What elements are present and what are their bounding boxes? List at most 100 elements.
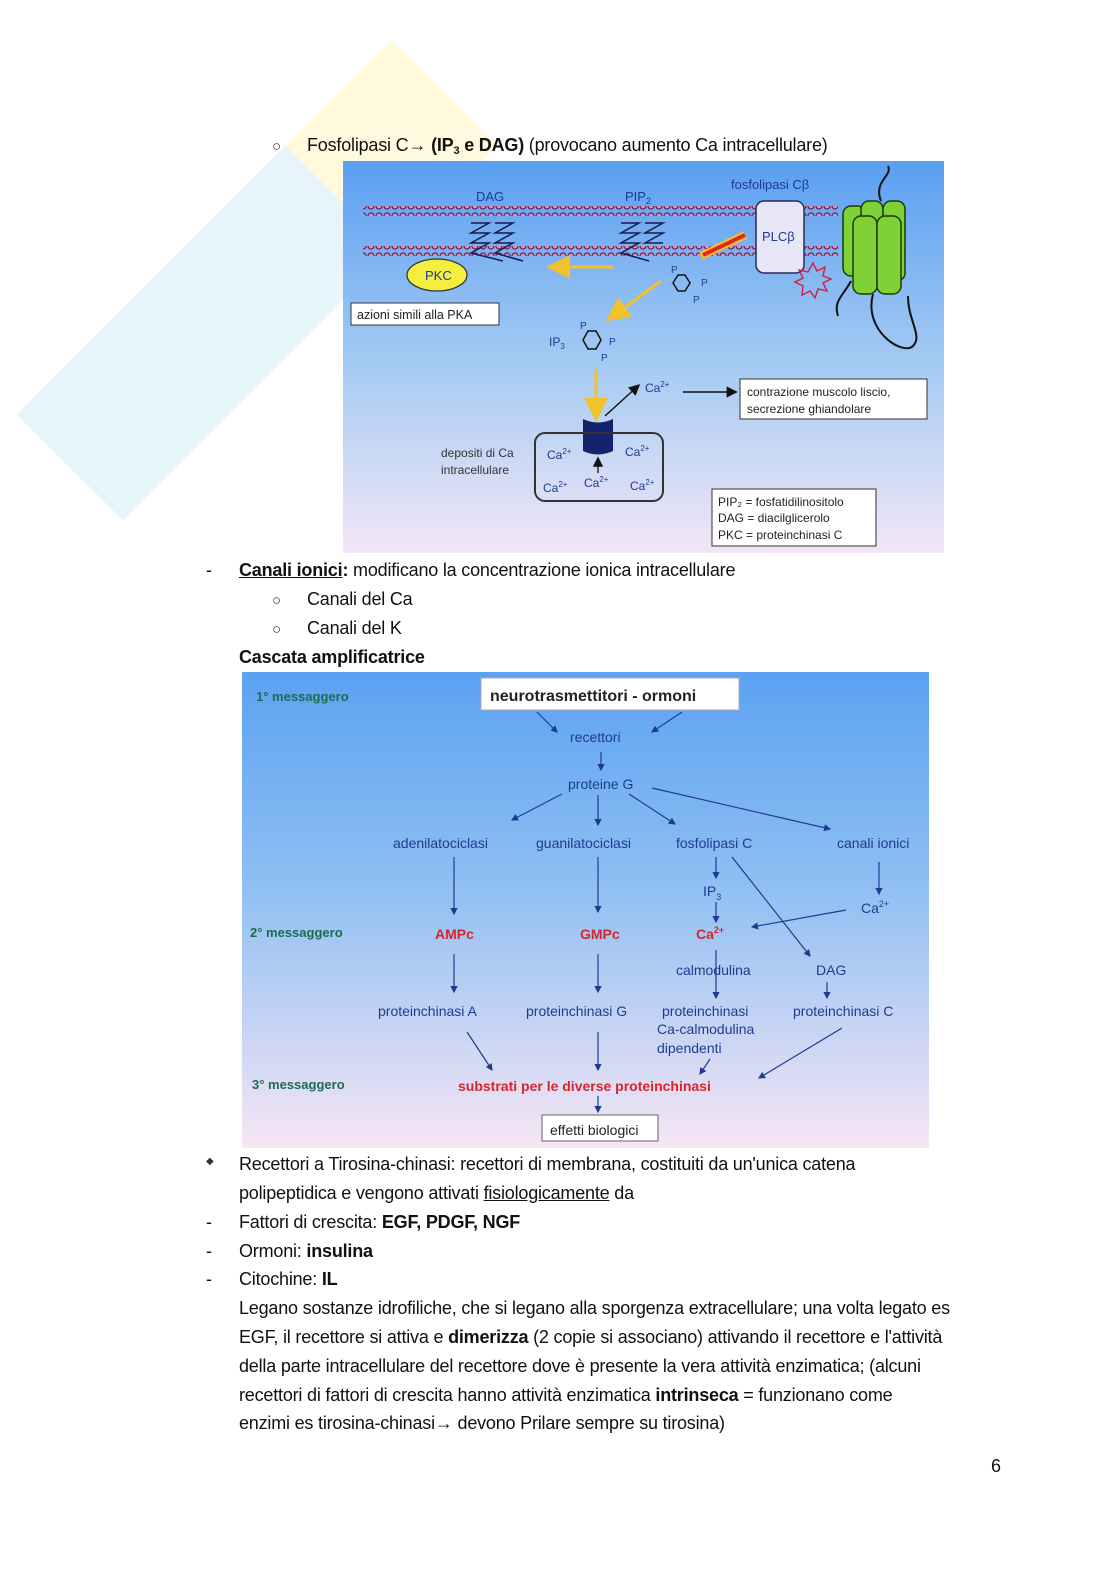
rtk-intro: Recettori a Tirosina-chinasi: recettori … [239, 1154, 856, 1174]
canali-desc: modificano la concentrazione ionica intr… [348, 560, 736, 580]
kinase-label: proteinchinasi C [793, 1003, 893, 1019]
text: polipeptidica e vengono attivati [239, 1183, 484, 1203]
list-item: Canali del K [307, 618, 402, 638]
bold-value: insulina [306, 1241, 373, 1261]
label: Fosfolipasi C [307, 135, 409, 155]
kinase-label-extra: dipendenti [657, 1040, 722, 1056]
bullet-hollow: ○ [272, 621, 282, 638]
label: Fattori di crescita: [239, 1212, 382, 1232]
second-messenger-amp: AMPc [435, 926, 474, 942]
canali-ionici-title: Canali ionici [239, 560, 343, 580]
bold-ip: (IP [431, 135, 454, 155]
effect-line: contrazione muscolo liscio, [747, 385, 890, 399]
ca-channel-icon [583, 419, 613, 455]
paragraph-line: EGF, il recettore si attiva e dimerizza … [239, 1323, 942, 1352]
amplification-cascade-figure: 1° messaggero 2° messaggero 3° messagger… [242, 672, 929, 1148]
rtk-intro-2: polipeptidica e vengono attivati fisiolo… [239, 1179, 634, 1208]
enzyme-label: fosfolipasi C [676, 835, 752, 851]
pip2-label: PIP2 [625, 189, 651, 206]
p-label: P [693, 295, 700, 306]
pkc-label: PKC [425, 268, 452, 283]
ca-ion-label: Ca2+ [584, 475, 609, 490]
plcb-title: fosfolipasi Cβ [731, 177, 809, 192]
plcb-enzyme [755, 200, 805, 274]
list-item: Canali del Ca [307, 589, 413, 609]
ca-ion-label: Ca2+ [547, 447, 572, 462]
ca-ion-label: Ca2+ [543, 480, 568, 495]
ca-channel-label: Ca2+ [861, 899, 889, 916]
dash-bullet: - [206, 1212, 212, 1232]
bold-dag: e DAG) [459, 135, 524, 155]
label: Ormoni: [239, 1241, 307, 1261]
enzyme-label: guanilatociclasi [536, 835, 631, 851]
store-label: depositi di Ca [441, 446, 514, 460]
legend-box [711, 488, 877, 547]
text: recettori di fattori di crescita hanno a… [239, 1385, 656, 1405]
pkc-ellipse [406, 258, 468, 292]
legend-line: PKC = proteinchinasi C [718, 528, 843, 542]
page-number: 6 [991, 1456, 1001, 1476]
paragraph-line: enzimi es tirosina-chinasi→ devono Prila… [239, 1409, 725, 1438]
kinase-label-extra: Ca-calmodulina [657, 1021, 754, 1037]
proteine-g-label: proteine G [568, 776, 633, 792]
bullet-hollow: ○ [272, 592, 282, 609]
text: da [609, 1183, 634, 1203]
effect-line: secrezione ghiandolare [747, 402, 871, 416]
list-item: Citochine: IL [239, 1265, 338, 1294]
ca-ion-label: Ca2+ [630, 478, 655, 493]
plc-pathway-figure: DAG PIP2 fosfolipasi Cβ PLCβ P P P PKC a… [343, 161, 944, 553]
fosfolipasi-line: Fosfolipasi C→ (IP3 e DAG) (provocano au… [307, 131, 828, 166]
g-protein-burst-icon [793, 261, 833, 300]
messenger-label: 2° messaggero [250, 925, 343, 940]
bullet-hollow: ○ [272, 138, 282, 155]
dash-bullet: - [206, 560, 212, 580]
recettori-label: recettori [570, 729, 621, 745]
pka-box [350, 302, 500, 326]
text: = funzionano come [738, 1385, 893, 1405]
arrow-icon: → [408, 135, 427, 155]
ip3-label: IP3 [549, 335, 565, 351]
calmodulina-label: calmodulina [676, 962, 751, 978]
dag-label: DAG [476, 189, 504, 204]
messenger-label: 3° messaggero [252, 1077, 345, 1092]
ca-release-label: Ca2+ [645, 380, 670, 395]
legend-line: DAG = diacilglicerolo [718, 511, 830, 525]
subheading: Cascata amplificatrice [239, 647, 425, 667]
membrane-inner [363, 246, 838, 256]
effects-label: effetti biologici [550, 1122, 638, 1138]
text: (2 copie si associano) attivando il rece… [528, 1327, 943, 1347]
plcb-label: PLCβ [762, 229, 795, 244]
kinase-label: proteinchinasi [662, 1003, 748, 1019]
effect-box [739, 378, 928, 420]
dag-label: DAG [816, 962, 846, 978]
p-label: P [671, 265, 678, 276]
bold-text: dimerizza [448, 1327, 529, 1347]
membrane-outer [363, 206, 838, 216]
arrow-icon: → [434, 1413, 453, 1433]
bold-value: IL [321, 1269, 338, 1289]
ip3-hexagon-icon [582, 330, 602, 350]
ca-ion-label: Ca2+ [625, 444, 650, 459]
sub: 3 [453, 145, 460, 157]
p-label: P [701, 278, 708, 289]
p-label: P [609, 337, 616, 348]
effects-box [541, 1114, 659, 1142]
top-box-label: neurotrasmettitori - ormoni [490, 688, 696, 705]
ca-store [534, 432, 664, 502]
dash-bullet: - [206, 1241, 212, 1261]
messenger-label: 1° messaggero [256, 689, 349, 704]
enzyme-label: adenilatociclasi [393, 835, 488, 851]
bold-text: intrinseca [655, 1385, 739, 1405]
store-label: intracellulare [441, 463, 509, 477]
pip2-hexagon-icon [672, 274, 691, 292]
kinase-label: proteinchinasi A [378, 1003, 478, 1019]
text: EGF, il recettore si attiva e [239, 1327, 449, 1347]
substrates-label: substrati per le diverse proteinchinasi [458, 1078, 711, 1094]
paragraph-line: recettori di fattori di crescita hanno a… [239, 1381, 893, 1410]
p-label: P [601, 353, 608, 364]
dash-bullet: - [206, 1269, 212, 1289]
p-label: P [580, 321, 587, 332]
paragraph-line: Legano sostanze idrofiliche, che si lega… [239, 1298, 950, 1318]
ip3-label: IP3 [703, 883, 721, 902]
text: devono Prilare sempre su tirosina) [452, 1413, 726, 1433]
